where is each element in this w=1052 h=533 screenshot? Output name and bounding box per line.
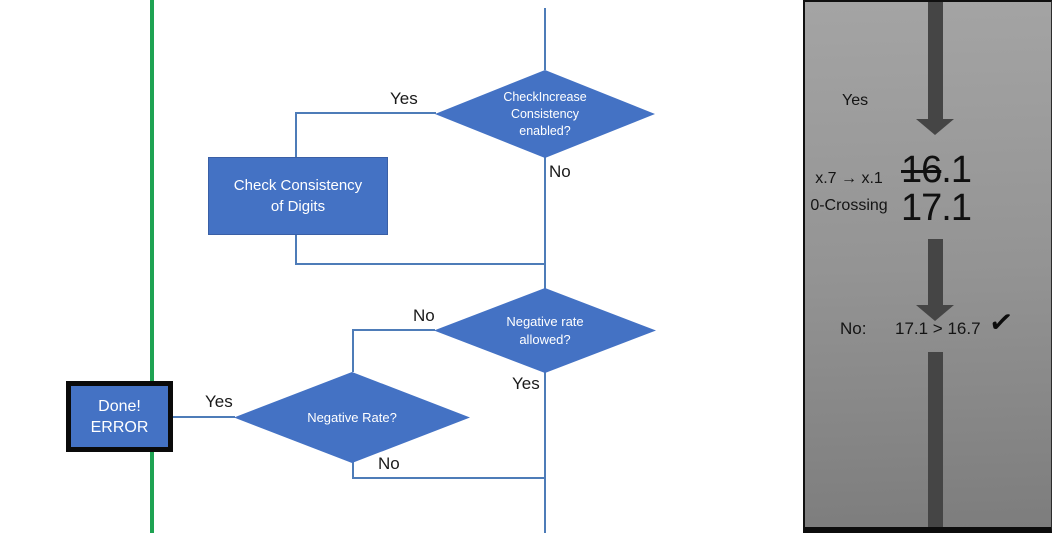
green-guide-line [150, 0, 154, 533]
connector-check-increase-no [544, 156, 546, 289]
old-value-struck: 16 [901, 149, 942, 191]
down-arrow-icon [928, 239, 943, 305]
decision-text-line: Negative Rate? [307, 409, 397, 425]
down-arrow-icon [928, 2, 943, 119]
connector-negative-rate-allowed-yes [544, 371, 546, 533]
connector-check-increase-yes-horizontal [295, 112, 436, 114]
old-value-tail: .1 [941, 149, 972, 191]
connector-negative-rate-yes-to-done [172, 416, 235, 418]
down-arrow-shaft-icon [928, 352, 943, 527]
decision-text-line: Consistency [510, 106, 580, 121]
connector-negative-rate-no-down [352, 462, 354, 478]
process-text-line: Check Consistency [233, 177, 363, 194]
down-arrow-head-icon [916, 305, 954, 321]
decision-text-line: allowed? [519, 331, 571, 347]
label-negative-rate-allowed-no: No [413, 306, 435, 325]
label-check-increase-no: No [549, 162, 571, 181]
panel-no-label: No: [840, 319, 867, 338]
rule-annotation: x.7 → x.1 0-Crossing [805, 165, 893, 219]
label-negative-rate-yes: Yes [205, 392, 233, 411]
down-arrow-head-icon [916, 119, 954, 135]
decision-negative-rate: Negative Rate? [234, 372, 470, 463]
connector-negative-rate-allowed-no-horizontal [352, 329, 435, 331]
decision-text-line: CheckIncrease [503, 89, 587, 104]
label-check-increase-yes: Yes [390, 89, 418, 108]
comparison-text: 17.1 > 16.7 [895, 319, 981, 338]
process-text-line: of Digits [270, 198, 326, 215]
connector-down-to-negative-rate [352, 329, 354, 372]
process-check-consistency-of-digits: Check Consistency of Digits [208, 157, 388, 235]
terminal-done-error: Done! ERROR [66, 381, 173, 452]
panel-yes-label: Yes [842, 92, 869, 109]
new-value: 17.1 [901, 187, 972, 229]
value-correction: 16.1 17.1 [901, 149, 972, 229]
rule-line: 0-Crossing [810, 197, 888, 214]
decision-text-line: Negative rate [506, 313, 584, 329]
label-negative-rate-allowed-yes: Yes [512, 374, 540, 393]
connector-top-to-check-increase [544, 8, 546, 70]
connector-process-return-horizontal [295, 263, 546, 265]
old-value: 16.1 [901, 149, 972, 191]
terminal-text-line: ERROR [90, 418, 149, 436]
label-negative-rate-no: No [378, 454, 400, 473]
side-panel: Yes x.7 → x.1 0-Crossing 16.1 17.1 No: 1… [803, 0, 1052, 533]
connector-negative-rate-no-horizontal [352, 477, 546, 479]
decision-check-increase-consistency: CheckIncrease Consistency enabled? [435, 70, 655, 158]
rule-line: x.7 → x.1 [815, 170, 883, 187]
decision-text-line: enabled? [519, 123, 571, 138]
terminal-text-line: Done! [98, 397, 141, 415]
checkmark-icon: ✓ [986, 305, 1016, 341]
decision-negative-rate-allowed: Negative rate allowed? [434, 288, 656, 373]
